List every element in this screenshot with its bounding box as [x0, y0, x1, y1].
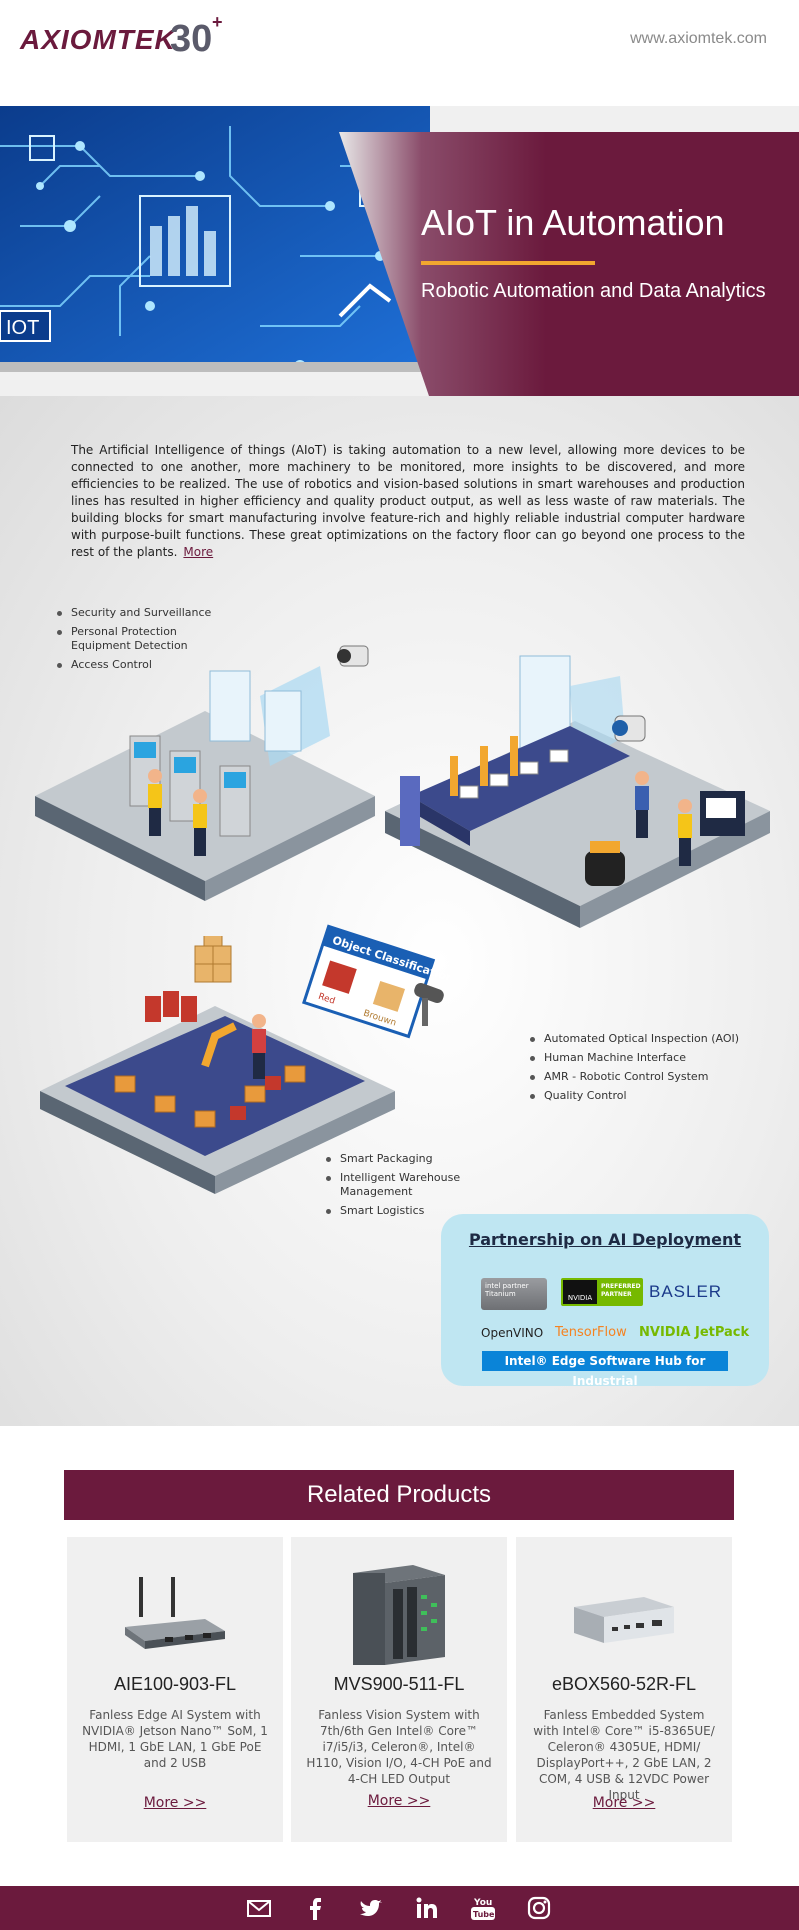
product-name[interactable]: AIE100-903-FL: [113, 1674, 237, 1694]
barcode-scanner-icon: [414, 982, 444, 1026]
mvs900-product-image: [353, 1565, 445, 1665]
partnership-box: Partnership on AI Deployment intel partn…: [441, 1214, 769, 1388]
facebook-icon[interactable]: [301, 1894, 329, 1922]
logistics-scene-illustration: [40, 936, 395, 1194]
list-item: AMR - Robotic Control System: [530, 1070, 760, 1084]
iot-label: IOT: [6, 317, 39, 339]
footer-social-bar: You Tube: [0, 1886, 799, 1930]
hero-subtitle: Robotic Automation and Data Analytics: [421, 280, 766, 302]
list-item: Smart Logistics: [326, 1204, 476, 1218]
inspection-scene-illustration: [385, 655, 770, 928]
list-item: Smart Packaging: [326, 1152, 476, 1166]
security-bullet-list: Security and Surveillance Personal Prote…: [57, 606, 217, 677]
intro-more-link[interactable]: More: [183, 545, 214, 559]
hero-banner: IOT AIoT in Automation Robotic Automatio…: [0, 106, 799, 396]
list-item: Quality Control: [530, 1089, 760, 1103]
product-more-link[interactable]: More >>: [592, 1795, 656, 1811]
security-scene-illustration: [35, 645, 375, 901]
product-description: Fanless Embedded System with Intel® Core…: [533, 1708, 715, 1802]
hero-title: AIoT in Automation: [421, 202, 725, 243]
site-url-link[interactable]: www.axiomtek.com: [630, 30, 767, 47]
openvino-logo: OpenVINO: [481, 1326, 544, 1340]
nvidia-preferred-text: PREFERRED PARTNER: [601, 1283, 641, 1298]
product-description: Fanless Edge AI System with NVIDIA® Jets…: [82, 1708, 268, 1770]
youtube-you-text: You: [473, 1898, 492, 1908]
list-item: Security and Surveillance: [57, 606, 217, 620]
nvidia-logo-text: NVIDIA: [563, 1280, 597, 1304]
main-content: The Artificial Intelligence of things (A…: [0, 396, 799, 1426]
ebox560-product-image: [574, 1597, 674, 1643]
list-item: Automated Optical Inspection (AOI): [530, 1032, 760, 1046]
logo-anniversary: 30: [170, 18, 213, 60]
instagram-icon[interactable]: [525, 1894, 553, 1922]
hero-title-panel: [0, 132, 799, 396]
intro-paragraph: The Artificial Intelligence of things (A…: [71, 442, 745, 561]
tensorflow-logo: TensorFlow: [555, 1325, 627, 1340]
product-card[interactable]: MVS900-511-FL Fanless Vision System with…: [291, 1537, 507, 1842]
basler-logo: BASLER: [649, 1282, 723, 1301]
hero-title-underline: [421, 261, 595, 265]
product-name[interactable]: eBOX560-52R-FL: [551, 1674, 697, 1694]
product-name[interactable]: MVS900-511-FL: [333, 1674, 465, 1694]
logistics-bullet-list: Smart Packaging Intelligent Warehouse Ma…: [326, 1152, 476, 1223]
email-icon[interactable]: [245, 1894, 273, 1922]
header: AXIOMTEK 30 + www.axiomtek.com: [0, 0, 799, 106]
aie100-product-image: [125, 1577, 225, 1649]
inspection-bullet-list: Automated Optical Inspection (AOI) Human…: [530, 1032, 760, 1108]
linkedin-icon[interactable]: [413, 1894, 441, 1922]
product-more-link[interactable]: More >>: [143, 1795, 207, 1811]
intel-partner-logo: intel partner Titanium: [481, 1278, 547, 1310]
list-item: Intelligent Warehouse Management: [326, 1171, 476, 1199]
logo-plus: +: [212, 12, 223, 32]
product-more-link[interactable]: More >>: [367, 1793, 431, 1809]
youtube-icon[interactable]: You Tube: [469, 1894, 497, 1922]
list-item: Access Control: [57, 658, 217, 672]
axiomtek-logo[interactable]: AXIOMTEK: [20, 24, 176, 55]
list-item: Personal Protection Equipment Detection: [57, 625, 217, 653]
object-classification-card: Object Classification Red Brouwn: [302, 924, 450, 1039]
related-products-heading: Related Products: [64, 1470, 734, 1520]
partnership-title: Partnership on AI Deployment: [468, 1230, 742, 1249]
nvidia-jetpack-logo: NVIDIA JetPack: [639, 1325, 750, 1340]
intel-edge-hub-button[interactable]: Intel® Edge Software Hub for Industrial: [482, 1351, 728, 1388]
product-description: Fanless Vision System with 7th/6th Gen I…: [306, 1708, 492, 1786]
nvidia-partner-logo: NVIDIA PREFERRED PARTNER: [561, 1278, 643, 1306]
product-card[interactable]: AIE100-903-FL Fanless Edge AI System wit…: [67, 1537, 283, 1842]
youtube-tube-text: Tube: [473, 1910, 495, 1919]
twitter-icon[interactable]: [357, 1894, 385, 1922]
list-item: Human Machine Interface: [530, 1051, 760, 1065]
intro-text: The Artificial Intelligence of things (A…: [71, 443, 745, 559]
product-card[interactable]: eBOX560-52R-FL Fanless Embedded System w…: [516, 1537, 732, 1842]
